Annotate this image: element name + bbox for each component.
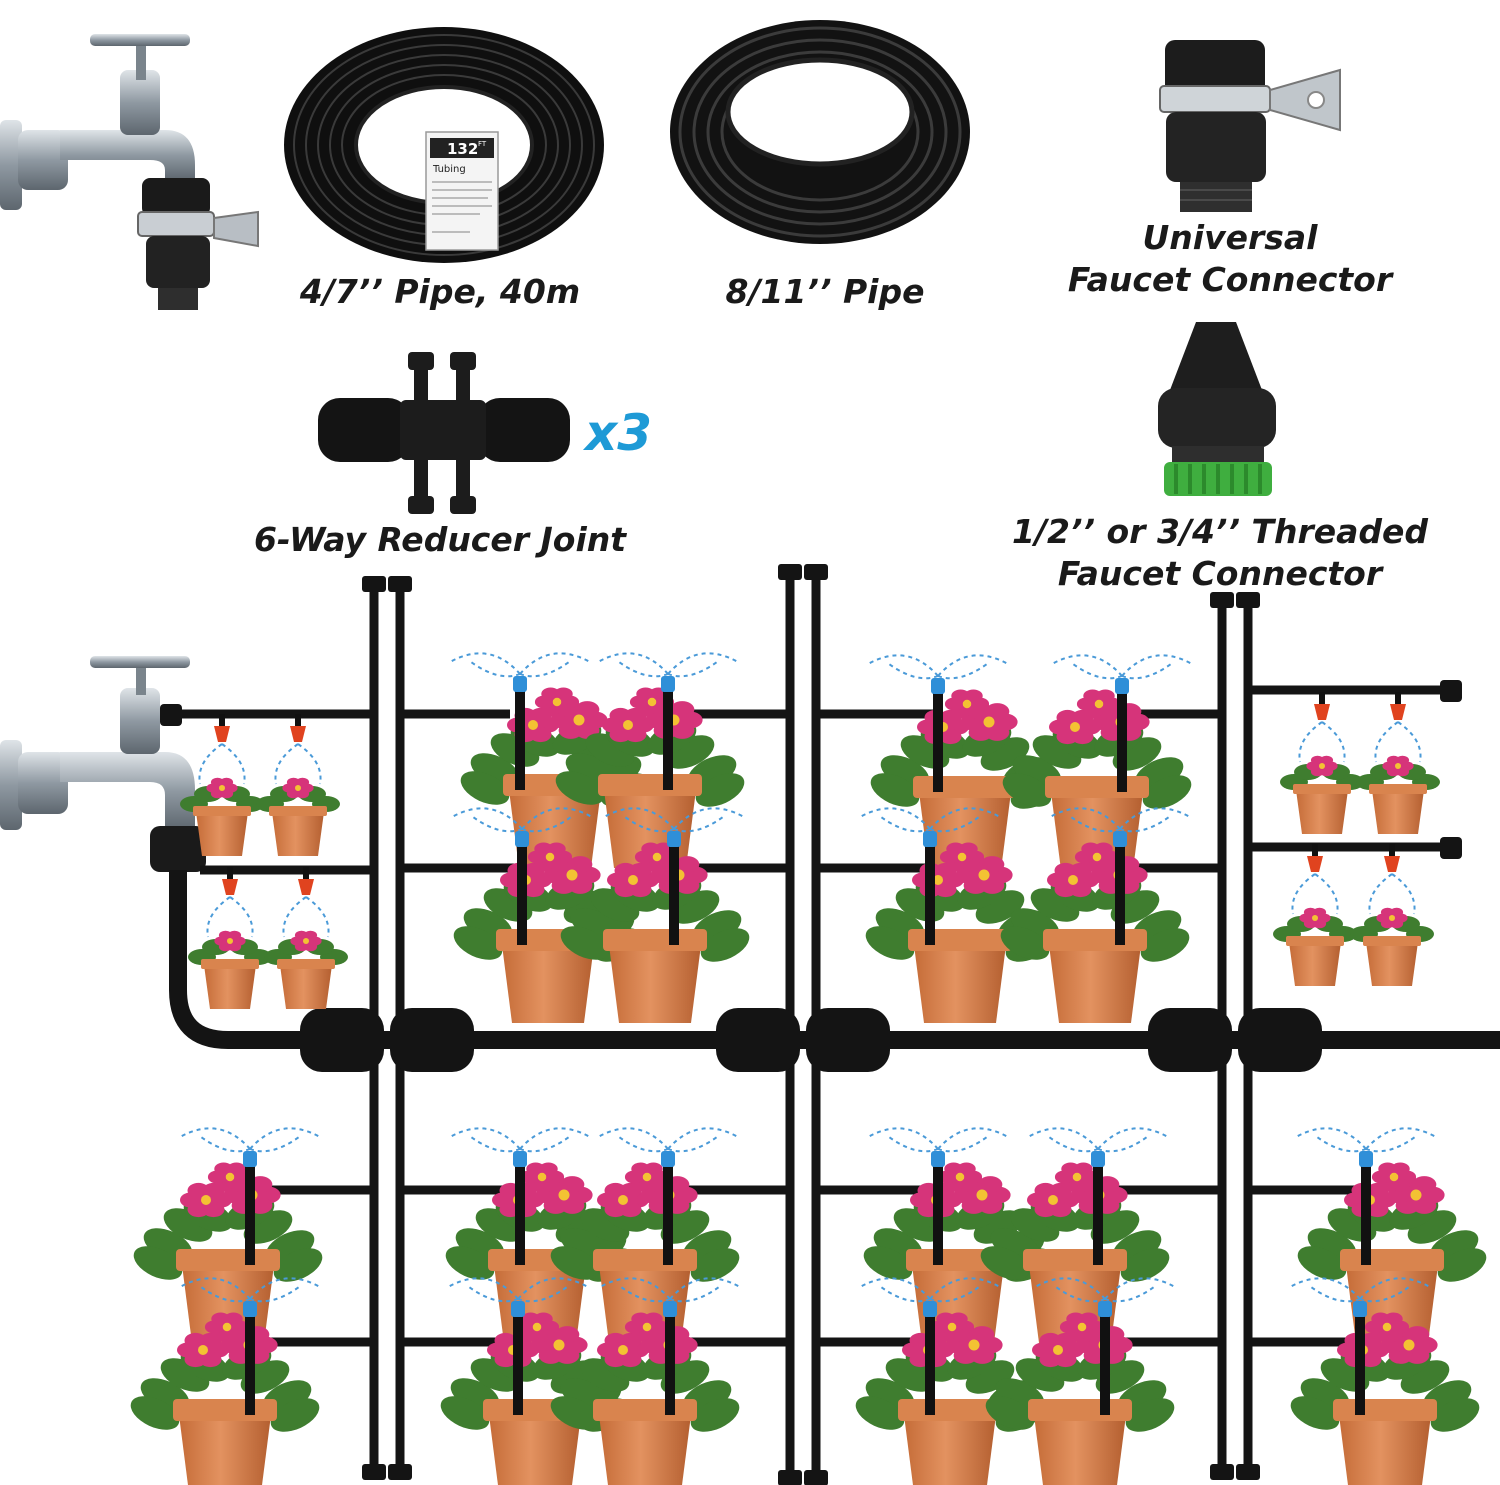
label-universal-line1: Universal: [1142, 218, 1318, 257]
sprinkler-icon: [867, 1127, 1009, 1265]
sprinkler-icon: [1027, 1127, 1169, 1265]
sprinkler-icon: [179, 1127, 321, 1265]
label-pipe-small: 4/7’’ Pipe, 40m: [299, 272, 581, 311]
flower-pot-icon: [1002, 654, 1193, 870]
sprinkler-icon: [1295, 1127, 1437, 1265]
label-pipe-large: 8/11’’ Pipe: [725, 272, 925, 311]
plant-group: [130, 652, 1487, 1485]
label-reducer: 6-Way Reducer Joint: [253, 520, 627, 559]
flower-pot-icon: [560, 807, 750, 1023]
faucet-icon: [0, 656, 195, 830]
faucet-connector-icon: [137, 178, 259, 310]
dripper-icon: [198, 714, 246, 785]
dripper-icon: [1291, 844, 1339, 915]
sprinkler-icon: [179, 1277, 321, 1415]
dripper-icon: [1374, 692, 1422, 763]
flower-pot-icon: [133, 1127, 323, 1343]
sprinkler-icon: [451, 807, 593, 945]
sprinkler-icon: [449, 652, 591, 790]
sprinkler-icon: [867, 654, 1009, 792]
dripper-icon: [1368, 844, 1416, 915]
sprinkler-icon: [447, 1277, 589, 1415]
end-caps: [160, 680, 1462, 859]
label-threaded-line1: 1/2’’ or 3/4’’ Threaded: [1011, 512, 1429, 551]
threaded-connector-icon: [1158, 322, 1276, 496]
faucet-icon: [0, 34, 195, 210]
flower-pot-icon: [264, 867, 348, 1009]
pipe-coil-icon: 132 FT Tubing: [284, 27, 604, 263]
flower-pot-icon: [1350, 844, 1434, 986]
label-threaded-line2: Faucet Connector: [1057, 554, 1383, 593]
flower-pot-icon: [1289, 1277, 1480, 1485]
dripper-icon: [282, 867, 330, 938]
flower-pot-icon: [1000, 807, 1191, 1023]
end-caps: [362, 564, 1260, 1485]
flower-pot-icon: [180, 714, 264, 856]
sprinkler-icon: [597, 1127, 739, 1265]
flower-pot-icon: [550, 1277, 741, 1485]
tag-length: 132: [447, 140, 478, 158]
reducer-joint-icon: [300, 1008, 1322, 1072]
sprinkler-icon: [1034, 1277, 1176, 1415]
sprinkler-icon: [599, 1277, 741, 1415]
label-universal-line2: Faucet Connector: [1067, 260, 1393, 299]
sprinkler-icon: [859, 1277, 1001, 1415]
main-pipe: [169, 870, 1500, 1049]
flower-pot-icon: [130, 1277, 321, 1485]
sprinkler-icon: [597, 652, 739, 790]
flower-pot-icon: [256, 714, 340, 856]
sprinkler-icon: [859, 807, 1001, 945]
sprinkler-icon: [449, 1127, 591, 1265]
tag-word: Tubing: [432, 164, 466, 175]
flower-pot-icon: [985, 1277, 1176, 1485]
flower-pot-icon: [1273, 844, 1357, 986]
sprinkler-icon: [1051, 654, 1193, 792]
tag-unit: FT: [478, 140, 487, 148]
flower-pot-icon: [451, 807, 643, 1023]
threaded-connector-icon: [150, 826, 206, 872]
faucet-connector-icon: [1159, 40, 1341, 212]
label-reducer-qty: x3: [585, 404, 653, 462]
flower-pot-icon: [188, 867, 272, 1009]
sprinkler-icon: [1049, 807, 1191, 945]
dripper-icon: [274, 714, 322, 785]
flower-pot-icon: [555, 652, 745, 868]
dripper-icon: [1298, 692, 1346, 763]
flower-pot-icon: [1280, 692, 1364, 834]
flower-pot-icon: [1356, 692, 1440, 834]
dripper-icon: [206, 867, 254, 938]
pipe-coil-icon: [670, 20, 970, 244]
flower-pot-icon: [1295, 1127, 1487, 1343]
flower-pot-icon: [980, 1127, 1170, 1343]
reducer-joint-icon: [318, 352, 570, 514]
sprinkler-icon: [1289, 1277, 1431, 1415]
sprinkler-icon: [603, 807, 745, 945]
flower-pot-icon: [550, 1127, 740, 1343]
